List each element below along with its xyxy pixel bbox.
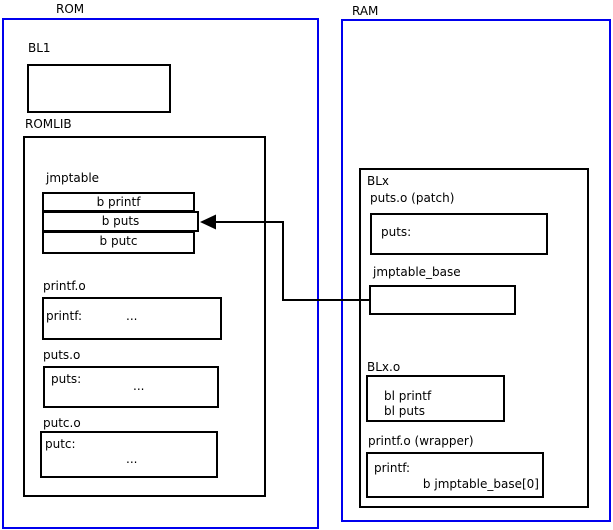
- puts-symbol: puts:: [51, 372, 82, 386]
- printf-symbol: printf:: [46, 309, 83, 323]
- puts-o-box: puts: ...: [43, 366, 219, 408]
- jmptable-base-label: jmptable_base: [373, 265, 461, 279]
- blx-label: BLx: [367, 174, 390, 188]
- puts-patch-symbol: puts:: [381, 225, 412, 239]
- romlib-label: ROMLIB: [25, 117, 72, 131]
- blx-box: [359, 168, 589, 508]
- printf-o-box: printf: ...: [42, 297, 222, 340]
- printf-ellipsis: ...: [126, 309, 138, 323]
- bl1-label: BL1: [28, 41, 51, 55]
- puts-patch-label: puts.o (patch): [370, 191, 455, 205]
- jmptable-label: jmptable: [46, 171, 100, 185]
- putc-o-box: putc: ...: [40, 431, 218, 478]
- blx-o-label: BLx.o: [367, 360, 401, 374]
- printf-wrapper-box: printf: b jmptable_base[0]: [366, 452, 544, 498]
- printf-wrapper-body: b jmptable_base[0]: [422, 477, 539, 491]
- printf-o-label: printf.o: [43, 279, 86, 293]
- blx-o-line2: bl puts: [384, 404, 425, 418]
- putc-o-label: putc.o: [43, 416, 81, 430]
- jmptable-base-box: [369, 285, 516, 315]
- puts-patch-box: puts:: [370, 213, 548, 255]
- printf-wrapper-symbol: printf:: [374, 461, 411, 475]
- jmptable-row-b-printf: b printf: [42, 192, 195, 212]
- jmptable-row-b-puts: b puts: [42, 211, 199, 232]
- printf-wrapper-label: printf.o (wrapper): [368, 434, 474, 448]
- blx-o-line1: bl printf: [384, 389, 432, 403]
- jmptable-row-b-putc: b putc: [42, 231, 195, 254]
- blx-o-box: bl printf bl puts: [366, 375, 505, 422]
- bl1-box: [27, 64, 171, 113]
- putc-symbol: putc:: [45, 437, 76, 451]
- puts-o-label: puts.o: [43, 348, 81, 362]
- puts-ellipsis: ...: [133, 379, 145, 393]
- romlib-box: [23, 136, 266, 497]
- putc-ellipsis: ...: [126, 452, 138, 466]
- rom-region-label: ROM: [56, 2, 85, 16]
- ram-region-label: RAM: [352, 4, 379, 18]
